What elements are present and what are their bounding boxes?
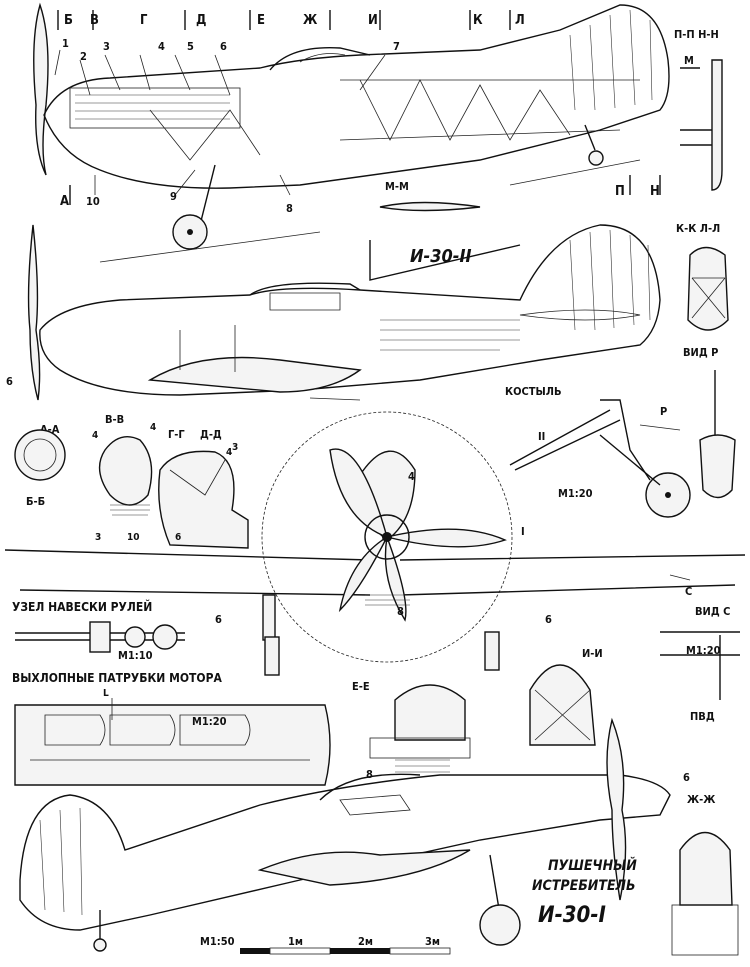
section-letter-i: И xyxy=(368,13,378,28)
callout-7: 7 xyxy=(393,40,400,53)
section-vv: В-В 4 4 3 10 xyxy=(92,413,156,543)
i30-2-side-view: И-30-II 6 xyxy=(6,224,661,401)
svg-text:М: М xyxy=(684,54,694,67)
label-i30-six: 6 xyxy=(683,771,690,784)
callout-1: 1 xyxy=(62,37,69,50)
label-front-six-left: 6 xyxy=(215,613,222,626)
callout-9: 9 xyxy=(170,190,177,203)
svg-text:Ж-Ж: Ж-Ж xyxy=(687,793,715,806)
section-zhzh: Ж-Ж xyxy=(671,793,739,956)
cutaway-view xyxy=(33,2,670,263)
section-letter-a: А xyxy=(60,194,69,209)
section-mm: М-М xyxy=(379,180,481,212)
section-letter-b: Б xyxy=(64,13,73,28)
svg-text:Е-Е: Е-Е xyxy=(352,680,370,693)
view-r: ВИД Р xyxy=(683,346,736,499)
callout-6: 6 xyxy=(220,40,227,53)
label-p-arrow: Р xyxy=(660,405,667,418)
section-kk-ll: К-К Л-Л xyxy=(676,222,729,331)
svg-text:4: 4 xyxy=(92,430,98,441)
exhaust-detail: ВЫХЛОПНЫЕ ПАТРУБКИ МОТОРА L М1:20 xyxy=(12,671,331,786)
svg-text:КОСТЫЛЬ: КОСТЫЛЬ xyxy=(505,385,562,398)
label-front-one: I xyxy=(521,525,525,538)
section-gg-dd: Г-Г Д-Д 4 3 6 xyxy=(158,428,249,549)
svg-text:4: 4 xyxy=(150,422,156,433)
callout-10: 10 xyxy=(86,195,100,208)
svg-text:10: 10 xyxy=(127,532,140,543)
svg-text:В-В: В-В xyxy=(105,413,124,426)
svg-text:Б-Б: Б-Б xyxy=(26,495,45,508)
svg-text:М-М: М-М xyxy=(385,180,409,193)
scale-pvd: М1:20 xyxy=(686,644,721,657)
cutaway-callouts: 1 2 3 4 5 6 7 8 9 10 xyxy=(62,37,400,215)
svg-text:Г-Г: Г-Г xyxy=(168,428,185,441)
hinge-unit-detail: УЗЕЛ НАВЕСКИ РУЛЕЙ М1:10 xyxy=(12,599,185,662)
scale-one-m: 1м xyxy=(288,935,303,948)
section-ii: И-И xyxy=(529,647,603,746)
title-pushechny: ПУШЕЧНЫЙ xyxy=(548,857,637,874)
front-view: С 6 6 8 4 I xyxy=(4,411,746,676)
scale-main: М1:50 xyxy=(200,935,235,948)
svg-text:8: 8 xyxy=(366,768,373,781)
svg-text:ВИД С: ВИД С xyxy=(695,605,730,618)
label-c-arrow: С xyxy=(685,585,692,598)
section-ee: Е-Е 8 xyxy=(352,680,471,781)
label-eleven: II xyxy=(538,430,545,443)
callout-5: 5 xyxy=(187,40,194,53)
svg-text:4: 4 xyxy=(226,447,232,458)
scale-exhaust: М1:20 xyxy=(192,715,227,728)
title-i30-1: И-30-I xyxy=(538,903,606,928)
section-letter-v: В xyxy=(90,13,99,28)
i30-2-title: И-30-II xyxy=(410,246,472,267)
scale-hinge: М1:10 xyxy=(118,649,153,662)
title-istrebitel: ИСТРЕБИТЕЛЬ xyxy=(532,878,636,894)
svg-text:3: 3 xyxy=(95,532,101,543)
callout-2: 2 xyxy=(80,50,87,63)
svg-text:К-К Л-Л: К-К Л-Л xyxy=(676,222,720,235)
svg-text:Д-Д: Д-Д xyxy=(200,428,222,441)
pvd-label: ПВД xyxy=(690,710,715,723)
section-letter-e: Е xyxy=(257,13,265,28)
section-letter-zh: Ж xyxy=(303,13,318,28)
section-letter-d: Д xyxy=(196,13,206,28)
hinge-title: УЗЕЛ НАВЕСКИ РУЛЕЙ xyxy=(12,599,152,614)
scale-two-m: 2м xyxy=(358,935,373,948)
svg-text:И-И: И-И xyxy=(582,647,603,660)
label-front-four: 4 xyxy=(408,470,415,483)
section-letters: Б В Г Д Е Ж И К Л А П Н xyxy=(60,13,660,209)
svg-text:3: 3 xyxy=(232,442,238,453)
section-letter-g: Г xyxy=(140,13,148,28)
section-letter-p: П xyxy=(615,184,625,199)
scale-bar: М1:50 1м 2м 3м xyxy=(200,935,451,955)
callout-4: 4 xyxy=(158,40,165,53)
view-c-pvd: ВИД С М1:20 ПВД xyxy=(660,605,740,723)
scale-kostyl: М1:20 xyxy=(558,487,593,500)
section-letter-k: К xyxy=(473,13,483,28)
label-l-mark: L xyxy=(103,688,109,699)
label-front-six-right: 6 xyxy=(545,613,552,626)
svg-text:6: 6 xyxy=(175,532,181,543)
i30-1-side-view: 6 ПУШЕЧНЫЙ ИСТРЕБИТЕЛЬ И-30-I xyxy=(19,717,690,952)
exhaust-title: ВЫХЛОПНЫЕ ПАТРУБКИ МОТОРА xyxy=(12,671,222,685)
tail-skid-detail: КОСТЫЛЬ Р II М1:20 xyxy=(505,385,691,518)
scale-three-m: 3м xyxy=(425,935,440,948)
section-letter-n: Н xyxy=(650,184,660,199)
callout-3: 3 xyxy=(103,40,110,53)
section-letter-l: Л xyxy=(515,13,525,28)
label-front-eight: 8 xyxy=(397,605,404,618)
section-pp-nn: П-П Н-Н М xyxy=(674,28,723,191)
label-six-left: 6 xyxy=(6,375,13,388)
callout-8: 8 xyxy=(286,202,293,215)
svg-text:ВИД Р: ВИД Р xyxy=(683,346,718,359)
section-aa: А-А Б-Б xyxy=(14,423,66,508)
svg-text:П-П Н-Н: П-П Н-Н xyxy=(674,28,719,41)
